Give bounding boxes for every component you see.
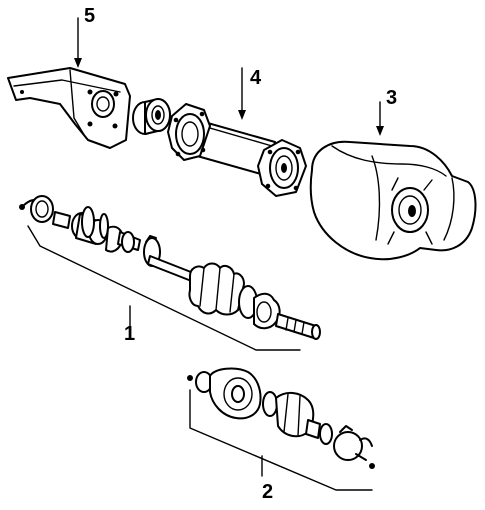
callout-2: 2 [262,481,273,503]
part-4-intermediate-shaft [167,103,307,197]
callout-3: 3 [386,87,397,109]
callout-4: 4 [250,67,262,89]
part-1-axle-shaft-assembly [19,195,321,340]
callout-5: 5 [84,5,95,27]
callout-1: 1 [124,323,135,345]
callout-labels: 5 4 3 1 2 [84,5,397,503]
part-3-differential-carrier [309,140,477,261]
part-4-bearing [132,98,171,135]
leader-lines [27,17,384,491]
part-2-inner-joint-assembly [187,367,375,469]
part-5-bracket [7,67,131,149]
